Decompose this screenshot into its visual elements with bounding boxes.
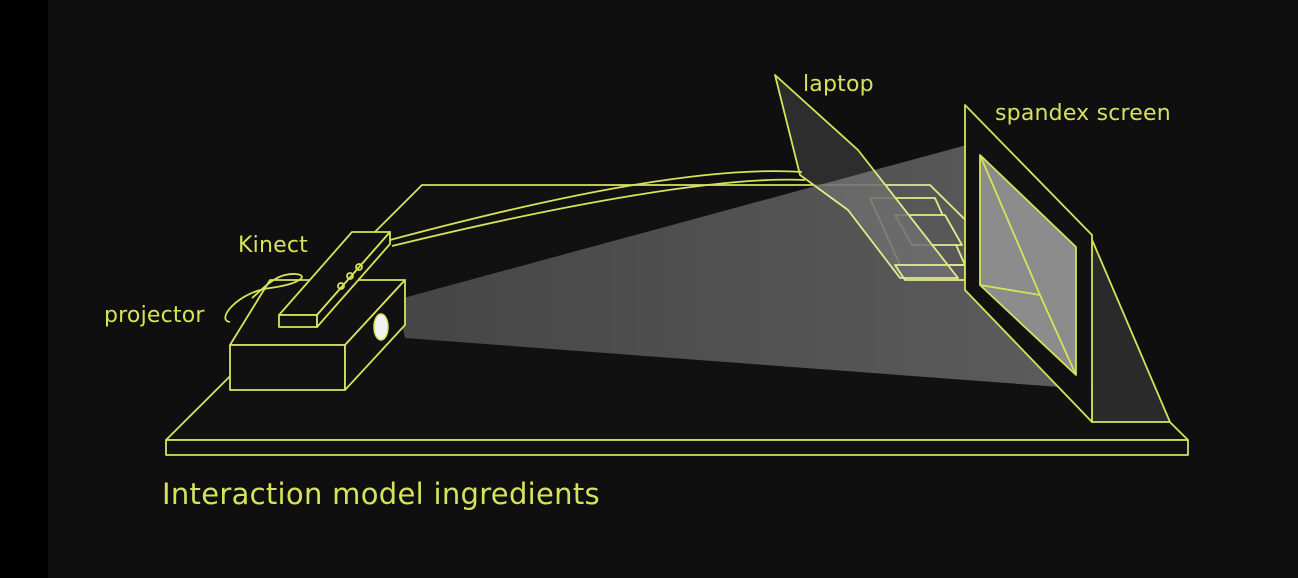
spandex-screen-illustration [964, 104, 1171, 423]
spandex-screen-label: spandex screen [995, 101, 1171, 126]
kinect-cable-secondary [391, 178, 806, 247]
projector-cable [224, 273, 303, 323]
diagram-caption: Interaction model ingredients [162, 477, 600, 511]
kinect-cable [389, 170, 803, 241]
laptop-label: laptop [803, 72, 874, 97]
projection-beam [396, 140, 1100, 390]
projector-label: projector [104, 303, 205, 328]
kinect-illustration [278, 231, 391, 328]
kinect-label: Kinect [238, 233, 308, 258]
